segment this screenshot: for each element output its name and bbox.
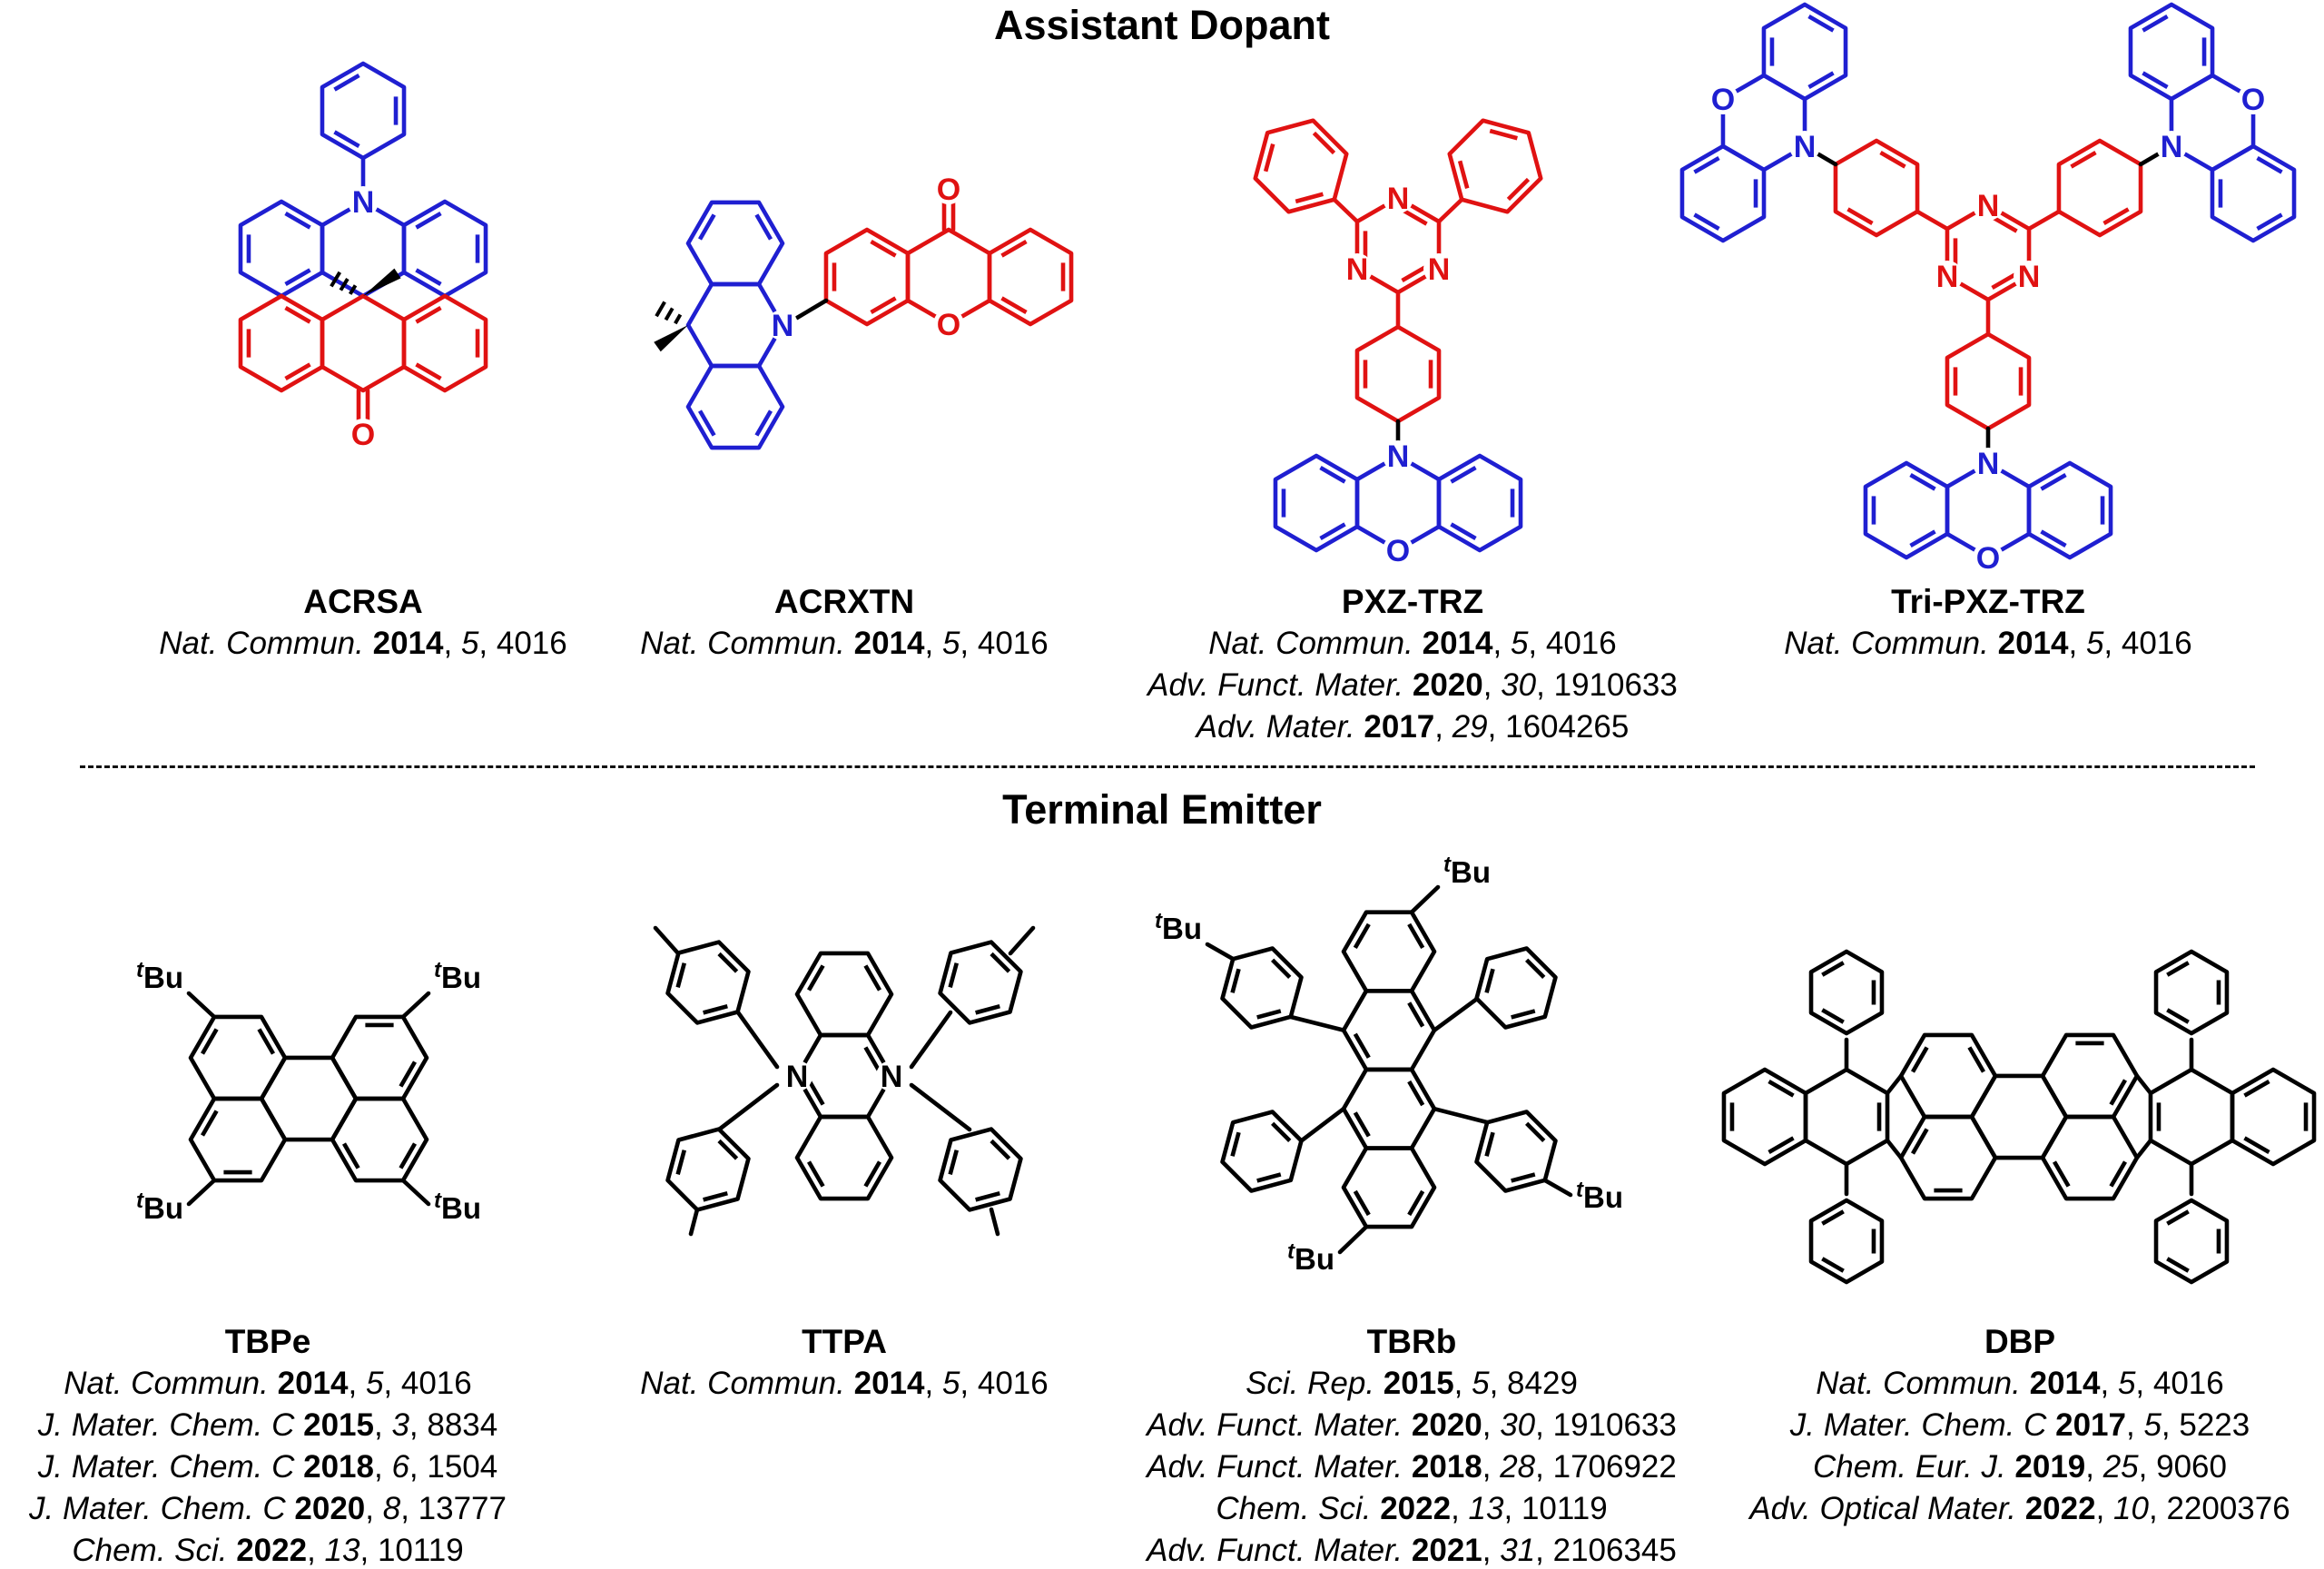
molecule-dbp-structure <box>1721 949 2317 1285</box>
citation-line: Adv. Funct. Mater. 2021, 31, 2106345 <box>1147 1533 1677 1568</box>
citation-line: Nat. Commun. 2014, 5, 4016 <box>1208 626 1617 661</box>
svg-text:tBu: tBu <box>136 958 183 994</box>
svg-text:tBu: tBu <box>1576 1178 1623 1214</box>
svg-text:N: N <box>1387 439 1410 474</box>
molecule-acrxtn-structure: N O O <box>654 173 1074 450</box>
caption-tbpe: TBPe Nat. Commun. 2014, 5, 4016 J. Mater… <box>0 1321 536 1569</box>
molecule-name: ACRXTN <box>773 583 915 620</box>
svg-text:O: O <box>1711 83 1735 117</box>
svg-text:N: N <box>1387 182 1410 216</box>
svg-text:tBu: tBu <box>434 958 481 994</box>
svg-text:tBu: tBu <box>434 1189 481 1225</box>
svg-text:N: N <box>1428 252 1451 287</box>
molecule-tri-pxz-trz-structure: N N N N O N O N O <box>1679 2 2297 576</box>
svg-text:N: N <box>2161 130 2183 164</box>
molecule-pxz-trz-structure: N N N N O <box>1253 118 1543 568</box>
citation-line: Chem. Eur. J. 2019, 25, 9060 <box>1813 1449 2227 1485</box>
svg-text:O: O <box>1386 534 1410 568</box>
section-title-terminal-emitter: Terminal Emitter <box>1002 786 1322 833</box>
svg-text:O: O <box>351 418 375 452</box>
molecule-name: TBRb <box>1366 1323 1457 1360</box>
svg-text:O: O <box>1976 541 2000 576</box>
molecule-name: DBP <box>1984 1323 2056 1360</box>
svg-text:N: N <box>1977 447 2000 481</box>
svg-text:N: N <box>1794 130 1817 164</box>
caption-tbrb: TBRb Sci. Rep. 2015, 5, 8429 Adv. Funct.… <box>1117 1321 1707 1569</box>
molecule-name: TTPA <box>802 1323 887 1360</box>
svg-text:N: N <box>1936 260 1959 294</box>
svg-text:N: N <box>352 185 375 220</box>
citation-line: J. Mater. Chem. C 2020, 8, 13777 <box>29 1491 507 1526</box>
molecule-name: TBPe <box>224 1323 311 1360</box>
svg-text:O: O <box>2241 83 2265 117</box>
divider-dashed-line <box>80 765 2255 768</box>
citation-line: Adv. Funct. Mater. 2020, 30, 1910633 <box>1147 1407 1677 1443</box>
citation-line: Chem. Sci. 2022, 13, 10119 <box>72 1533 464 1568</box>
caption-tri-pxz-trz: Tri-PXZ-TRZ Nat. Commun. 2014, 5, 4016 <box>1716 581 2260 665</box>
svg-text:tBu: tBu <box>1155 909 1202 945</box>
section-title-assistant-dopant: Assistant Dopant <box>993 2 1331 48</box>
svg-text:O: O <box>937 308 960 342</box>
svg-text:tBu: tBu <box>136 1189 183 1225</box>
molecule-name: PXZ-TRZ <box>1341 583 1484 620</box>
svg-text:N: N <box>1346 252 1369 287</box>
svg-text:N: N <box>881 1060 903 1094</box>
svg-text:N: N <box>1977 189 2000 223</box>
citation-line: J. Mater. Chem. C 2017, 5, 5223 <box>1789 1407 2250 1443</box>
citation-line: Nat. Commun. 2014, 5, 4016 <box>1816 1366 2224 1401</box>
molecule-name: ACRSA <box>303 583 423 620</box>
citation-line: Nat. Commun. 2014, 5, 4016 <box>1784 626 2192 661</box>
caption-pxz-trz: PXZ-TRZ Nat. Commun. 2014, 5, 4016 Adv. … <box>1140 581 1685 748</box>
molecule-name: Tri-PXZ-TRZ <box>1891 583 2085 620</box>
citation-line: Adv. Funct. Mater. 2020, 30, 1910633 <box>1147 667 1678 703</box>
citation-line: Nat. Commun. 2014, 5, 4016 <box>640 626 1049 661</box>
citation-line: J. Mater. Chem. C 2015, 3, 8834 <box>37 1407 498 1443</box>
citation-line: Nat. Commun. 2014, 5, 4016 <box>64 1366 472 1401</box>
caption-dbp: DBP Nat. Commun. 2014, 5, 4016 J. Mater.… <box>1725 1321 2315 1530</box>
citation-line: Chem. Sci. 2022, 13, 10119 <box>1216 1491 1608 1526</box>
svg-text:N: N <box>786 1060 809 1094</box>
svg-text:N: N <box>2018 260 2041 294</box>
caption-ttpa: TTPA Nat. Commun. 2014, 5, 4016 <box>572 1321 1117 1405</box>
citation-line: J. Mater. Chem. C 2018, 6, 1504 <box>37 1449 498 1485</box>
svg-text:tBu: tBu <box>1287 1239 1334 1276</box>
molecule-acrsa-structure: NO <box>238 61 488 452</box>
svg-text:O: O <box>937 173 960 207</box>
caption-acrxtn: ACRXTN Nat. Commun. 2014, 5, 4016 <box>572 581 1117 665</box>
citation-line: Sci. Rep. 2015, 5, 8429 <box>1246 1366 1578 1401</box>
svg-text:tBu: tBu <box>1443 853 1491 889</box>
molecule-tbrb-structure: tBu tBu tBu tBu <box>1155 853 1623 1276</box>
molecule-tbpe-structure: tBu tBu tBu tBu <box>136 958 481 1225</box>
citation-line: Adv. Optical Mater. 2022, 10, 2200376 <box>1749 1491 2290 1526</box>
citation-line: Nat. Commun. 2014, 5, 4016 <box>159 626 567 661</box>
citation-line: Nat. Commun. 2014, 5, 4016 <box>640 1366 1049 1401</box>
citation-line: Adv. Funct. Mater. 2018, 28, 1706922 <box>1147 1449 1677 1485</box>
citation-line: Adv. Mater. 2017, 29, 1604265 <box>1196 709 1630 745</box>
svg-text:N: N <box>772 309 794 343</box>
caption-acrsa: ACRSA Nat. Commun. 2014, 5, 4016 <box>91 581 635 665</box>
